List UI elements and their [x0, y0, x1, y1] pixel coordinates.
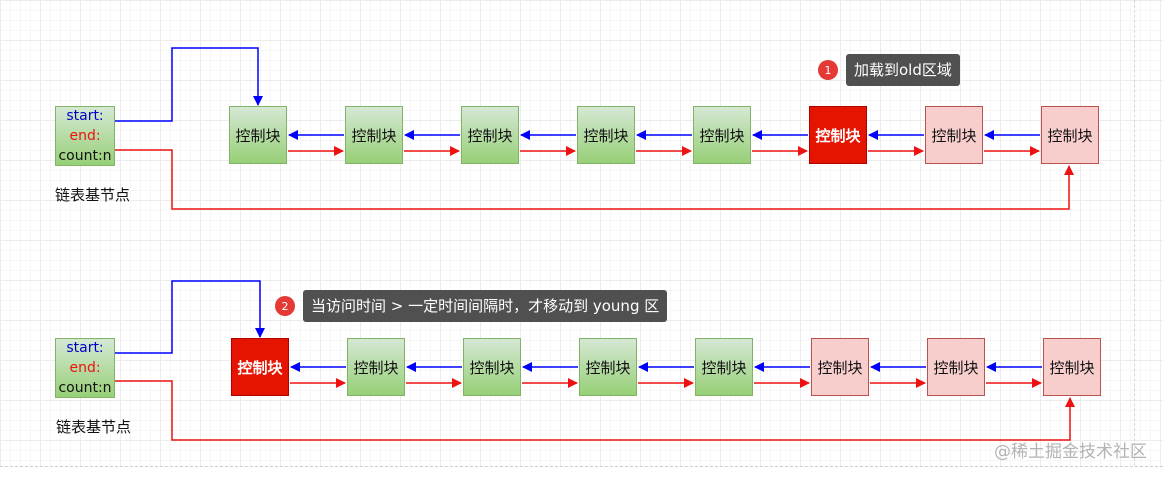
base-node-caption-1: 链表基节点: [55, 186, 131, 204]
control-block: 控制块: [461, 106, 519, 164]
control-block: 控制块: [693, 106, 751, 164]
callout-text: 当访问时间 > 一定时间间隔时，才移动到 young 区: [303, 290, 668, 322]
control-block: 控制块: [229, 106, 287, 164]
control-block: 控制块: [579, 338, 637, 396]
callout-2: 2 当访问时间 > 一定时间间隔时，才移动到 young 区: [275, 290, 668, 322]
control-block: 控制块: [347, 338, 405, 396]
control-block: 控制块: [811, 338, 869, 396]
base-end-label: end:: [69, 128, 101, 144]
start-link-2: [115, 280, 265, 354]
control-block: 控制块: [695, 338, 753, 396]
control-block: 控制块: [463, 338, 521, 396]
base-node-2: start: end: count:n: [55, 338, 115, 398]
control-block: 控制块: [231, 338, 289, 396]
base-count-label: count:n: [58, 380, 112, 396]
grid-background: [0, 0, 1163, 466]
base-count-label: count:n: [58, 148, 112, 164]
base-start-label: start:: [66, 108, 104, 124]
callout-1: 1 加载到old区域: [818, 54, 960, 86]
page-border-bottom: [0, 466, 1163, 467]
control-block: 控制块: [1041, 106, 1099, 164]
control-block: 控制块: [925, 106, 983, 164]
control-block: 控制块: [927, 338, 985, 396]
page-border-right: [1134, 0, 1135, 466]
base-node-1: start: end: count:n: [55, 106, 115, 166]
callout-number-badge: 1: [818, 60, 838, 80]
callout-number-badge: 2: [275, 296, 295, 316]
control-block: 控制块: [809, 106, 867, 164]
watermark: @稀土掘金技术社区: [994, 442, 1147, 462]
control-block: 控制块: [345, 106, 403, 164]
end-link-2: [115, 380, 1075, 441]
start-link-1: [115, 47, 263, 122]
callout-text: 加载到old区域: [846, 54, 960, 86]
base-node-caption-2: 链表基节点: [56, 418, 132, 436]
base-start-label: start:: [66, 340, 104, 356]
base-end-label: end:: [69, 360, 101, 376]
end-link-1: [115, 149, 1074, 210]
control-block: 控制块: [577, 106, 635, 164]
control-block: 控制块: [1043, 338, 1101, 396]
